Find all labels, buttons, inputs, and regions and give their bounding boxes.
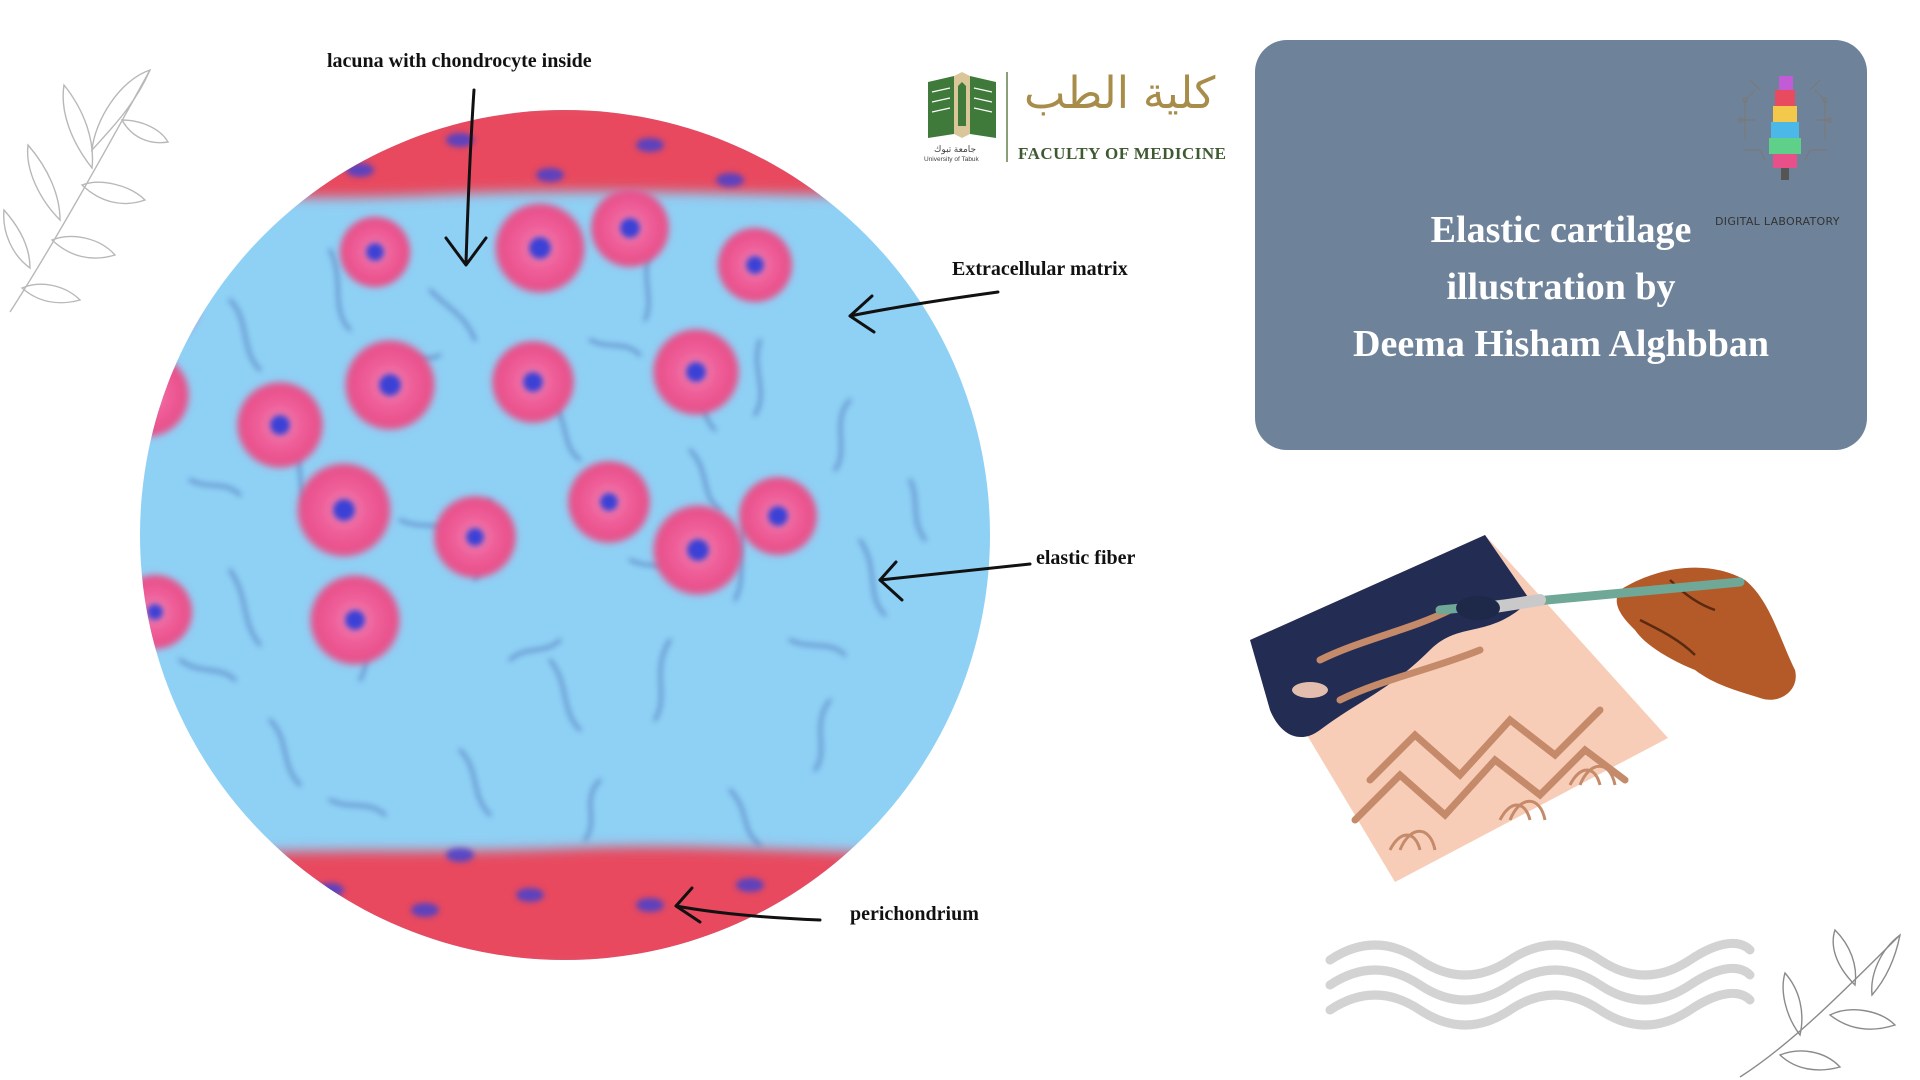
title-line-1: Elastic cartilage [1430, 209, 1692, 251]
arrow-icon [674, 886, 822, 924]
logo-divider [1006, 72, 1008, 162]
label-elastic-fiber: elastic fiber [1036, 547, 1136, 569]
lab-name: DIGITAL LABORATORY [1715, 215, 1840, 228]
faculty-name: FACULTY OF MEDICINE [1018, 144, 1227, 163]
university-name-english: University of Tabuk [924, 156, 979, 163]
leaf-branch-icon [1739, 928, 1902, 1078]
faculty-name-arabic: كلية الطب [1024, 68, 1216, 119]
university-logo: جامعة تبوك University of Tabuk كلية الطب… [920, 68, 1226, 168]
book-emblem-icon [924, 72, 1000, 138]
wavy-lines-icon [1325, 938, 1755, 1030]
leaf-branch-icon [3, 68, 170, 313]
painting-hand-icon [1250, 535, 1796, 882]
arrow-icon [878, 560, 1032, 602]
arrow-icon [848, 290, 1000, 334]
label-extracellular-matrix: Extracellular matrix [952, 258, 1128, 280]
digital-laboratory-logo: DIGITAL LABORATORY [1715, 70, 1855, 240]
circuit-tower-icon [1737, 76, 1833, 180]
label-lacuna: lacuna with chondrocyte inside [327, 50, 592, 72]
label-perichondrium: perichondrium [850, 903, 979, 925]
title-card: Elastic cartilage illustration by Deema … [1255, 40, 1867, 450]
cartilage-illustration [140, 110, 990, 960]
university-name-arabic: جامعة تبوك [934, 144, 977, 154]
arrow-icon [444, 88, 488, 267]
title-line-2: illustration by [1446, 266, 1676, 308]
title-line-3: Deema Hisham Alghbban [1353, 323, 1769, 365]
